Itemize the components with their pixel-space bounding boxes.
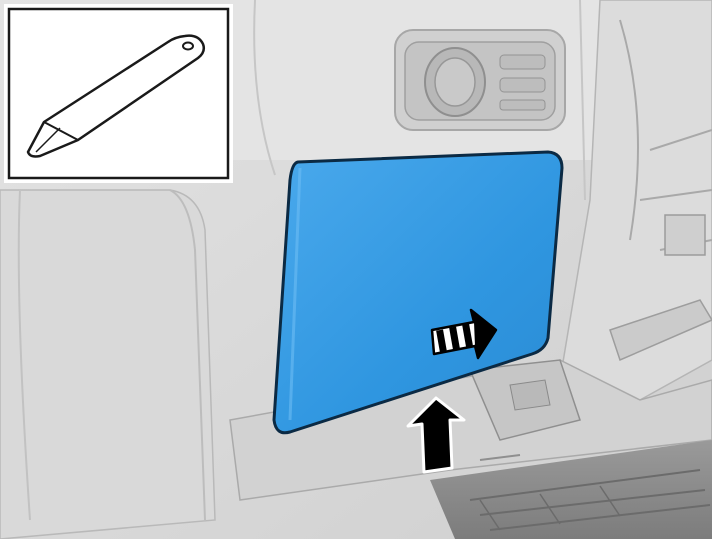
left-console-trim bbox=[0, 190, 215, 539]
headlamp-switch-housing bbox=[395, 30, 565, 130]
tool-inset bbox=[4, 4, 233, 183]
